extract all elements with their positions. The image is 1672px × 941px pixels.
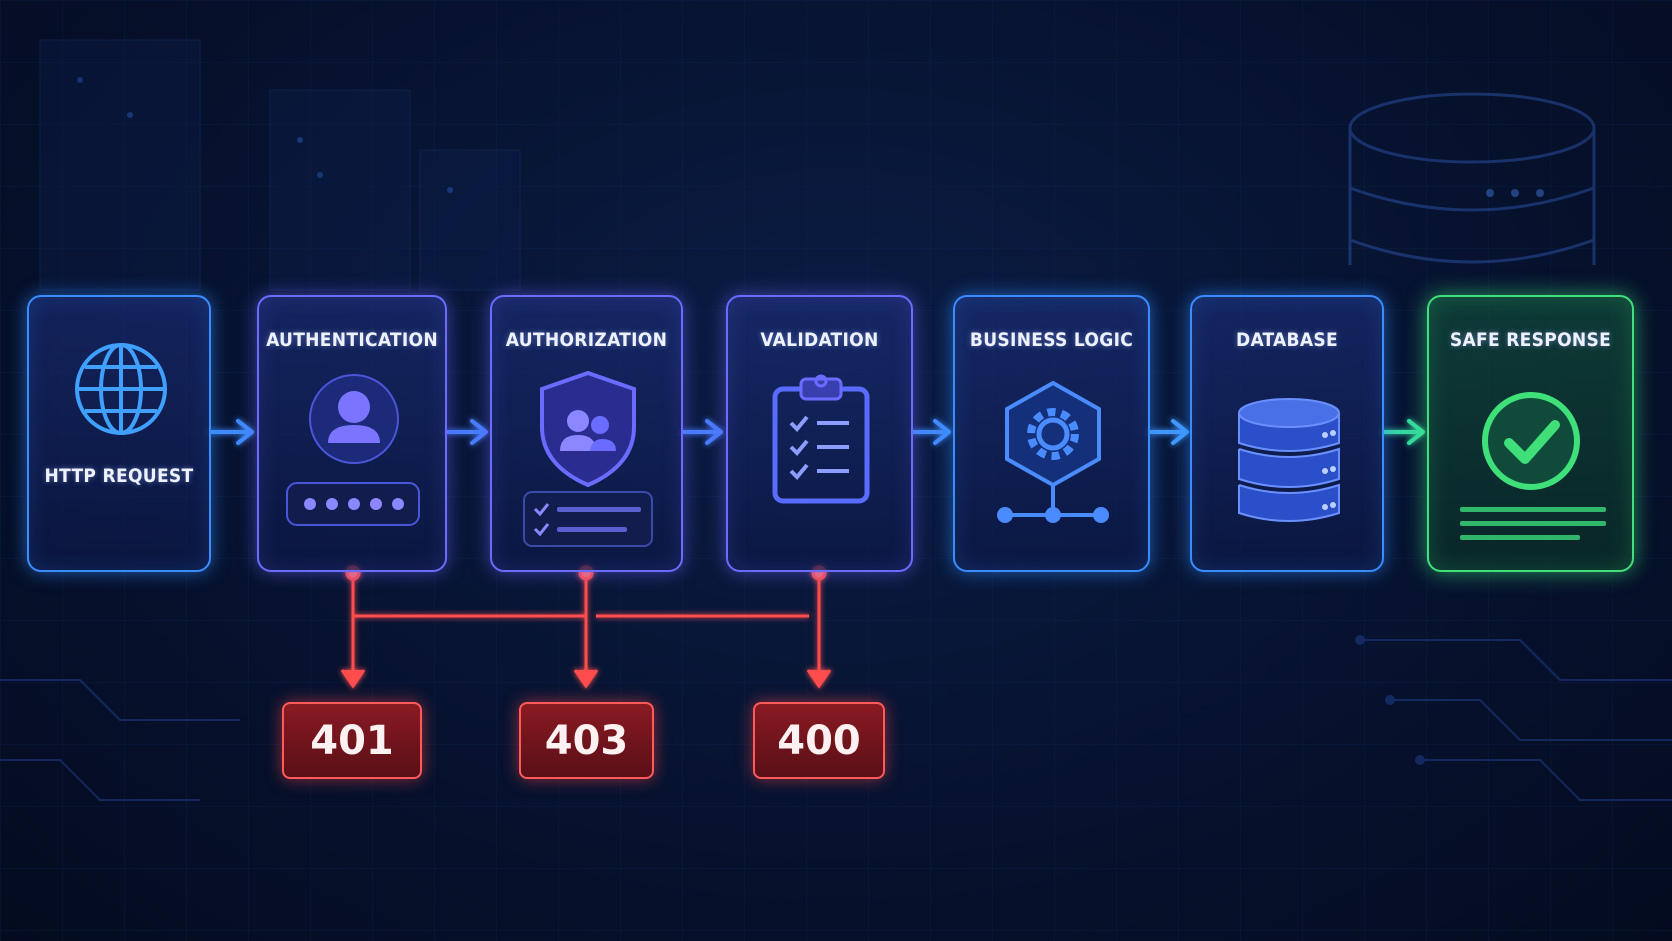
stage-label: SAFE RESPONSE: [1449, 329, 1612, 351]
flow-arrow-2: [445, 419, 488, 445]
clipboard-check-icon: [772, 374, 870, 504]
flow-arrow-1: [209, 419, 254, 445]
stage-authorization: AUTHORIZATION: [490, 295, 683, 572]
stage-label: HTTP REQUEST: [44, 465, 194, 487]
stage-http-request: HTTP REQUEST: [27, 295, 211, 572]
server-rack-decor: [39, 39, 521, 291]
error-code-400: 400: [753, 702, 885, 779]
response-lines-icon: [1460, 507, 1606, 540]
gear-hexagon-icon: [997, 380, 1109, 523]
flow-arrow-3: [681, 419, 723, 445]
check-circle-icon: [1482, 392, 1580, 490]
background-database-icon: [1348, 92, 1596, 265]
flow-arrow-6: [1382, 419, 1425, 445]
permission-list-icon: [523, 491, 653, 547]
error-code-401: 401: [282, 702, 422, 779]
shield-users-icon: [540, 370, 636, 488]
stage-authentication: AUTHENTICATION: [257, 295, 447, 572]
stage-safe-response: SAFE RESPONSE: [1427, 295, 1634, 572]
stage-label: DATABASE: [1235, 329, 1338, 351]
password-field-icon: [286, 482, 420, 526]
stage-business-logic: BUSINESS LOGIC: [953, 295, 1150, 572]
database-icon: [1238, 398, 1340, 522]
error-branches: [340, 565, 832, 689]
stage-label: BUSINESS LOGIC: [969, 329, 1134, 351]
error-code-403: 403: [519, 702, 654, 779]
stage-label: AUTHENTICATION: [266, 329, 438, 351]
flow-arrow-5: [1148, 419, 1189, 445]
globe-icon: [75, 343, 167, 435]
flow-arrow-4: [911, 419, 951, 445]
stage-label: AUTHORIZATION: [505, 329, 668, 351]
stage-label: VALIDATION: [760, 329, 879, 351]
user-icon: [309, 374, 399, 464]
circuit-traces-decor: [0, 635, 1672, 801]
stage-database: DATABASE: [1190, 295, 1384, 572]
stage-validation: VALIDATION: [726, 295, 913, 572]
